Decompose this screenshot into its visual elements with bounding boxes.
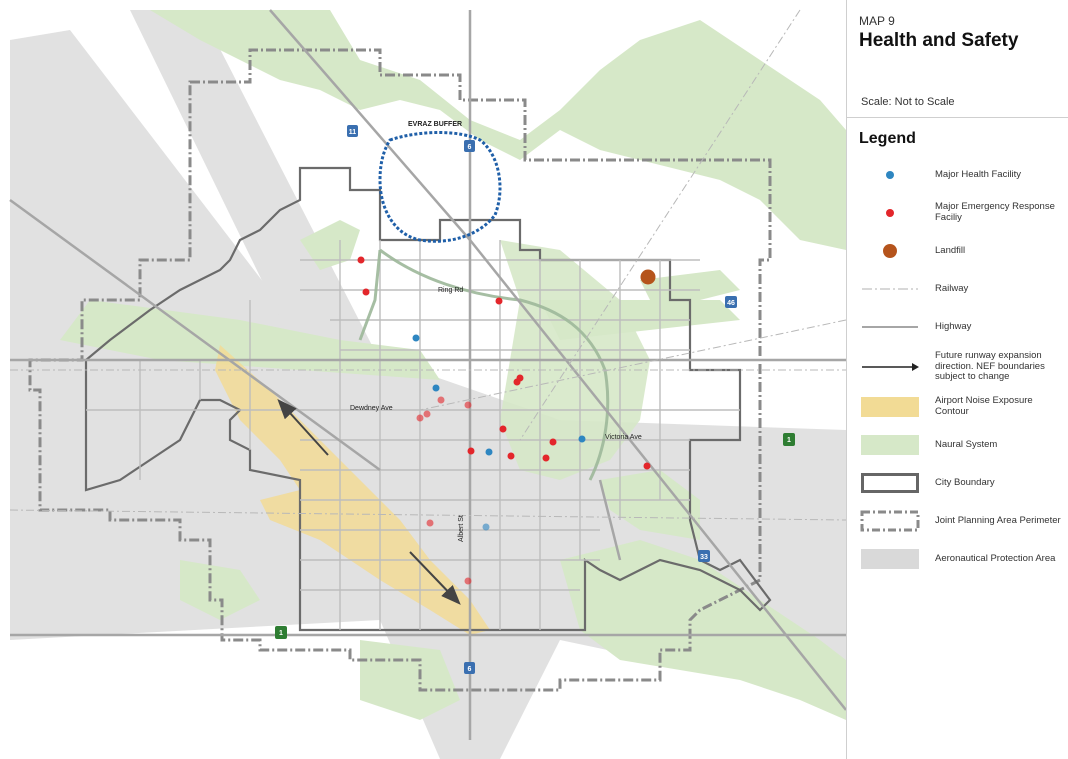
title-block: MAP 9 Health and Safety Scale: Not to Sc…: [847, 0, 1068, 118]
railway-symbol: [859, 278, 921, 300]
legend-label: City Boundary: [935, 476, 995, 488]
legend-item-health-facility: Major Health Facility: [859, 156, 1068, 194]
map-canvas[interactable]: 11 6 46 33 6 1 1 EVRAZ BUFFER Ring Rd: [0, 0, 846, 759]
emergency-facility-marker[interactable]: [495, 297, 503, 305]
ring-road: [358, 248, 610, 481]
emergency-facility-marker[interactable]: [357, 256, 365, 264]
map-sidebar: MAP 9 Health and Safety Scale: Not to Sc…: [846, 0, 1068, 759]
legend-label: Highway: [935, 320, 972, 332]
future-runway-arrows: [277, 399, 461, 605]
map-svg: 11 6 46 33 6 1 1 EVRAZ BUFFER Ring Rd: [9, 9, 846, 759]
city-boundary: [84, 166, 772, 632]
highway-shield-1-east[interactable]: 1: [783, 433, 795, 446]
landfill-marker[interactable]: [640, 269, 656, 285]
svg-text:6: 6: [468, 144, 472, 151]
street-grid: [86, 240, 740, 630]
map-title: Health and Safety: [859, 30, 1019, 51]
landfill-symbol: [859, 240, 921, 262]
highway-shields: 11 6 46 33 6 1 1: [275, 125, 795, 674]
emergency-facility-marker[interactable]: [516, 374, 524, 382]
legend-item-city-boundary: City Boundary: [859, 464, 1068, 502]
highway-shield-6-north[interactable]: 6: [464, 140, 475, 152]
legend: Legend Major Health Facility Major Emerg…: [847, 118, 1068, 578]
svg-text:1: 1: [787, 437, 791, 444]
health-facilities: [412, 334, 586, 531]
evraz-buffer-label: EVRAZ BUFFER: [408, 121, 462, 128]
svg-text:46: 46: [727, 300, 735, 307]
svg-text:1: 1: [279, 630, 283, 637]
emergency-facility-marker[interactable]: [549, 438, 557, 446]
ring-road-label: Ring Rd: [438, 287, 463, 294]
svg-text:11: 11: [349, 129, 357, 136]
scale-text: Scale: Not to Scale: [861, 96, 955, 108]
natural-system-symbol: [859, 434, 921, 456]
emergency-facility-marker[interactable]: [542, 454, 550, 462]
evraz-buffer: [378, 131, 502, 243]
joint-planning-area-perimeter: [28, 48, 772, 692]
emergency-facility-marker[interactable]: [423, 410, 431, 418]
map-number: MAP 9: [859, 14, 895, 28]
emergency-facility-marker[interactable]: [467, 447, 475, 455]
noise-contour-symbol: [859, 396, 921, 418]
svg-text:33: 33: [700, 554, 708, 561]
legend-label: Major Emergency Response Faciliy: [935, 201, 1055, 223]
legend-label: Railway: [935, 282, 969, 294]
emergency-facility-marker[interactable]: [416, 414, 424, 422]
emergency-response-symbol: [859, 202, 921, 224]
legend-label: Naural System: [935, 438, 998, 450]
highway-shield-11[interactable]: 11: [347, 125, 358, 137]
dewdney-ave-label: Dewdney Ave: [350, 405, 393, 412]
highways: [9, 9, 846, 740]
legend-label: Joint Planning Area Perimeter: [935, 514, 1061, 526]
highway-symbol: [859, 316, 921, 338]
legend-item-runway-expansion: Future runway expansion direction. NEF b…: [859, 346, 1068, 388]
albert-st-label: Albert St: [458, 515, 465, 542]
highway-shield-46[interactable]: 46: [725, 296, 737, 308]
legend-label: Future runway expansion direction. NEF b…: [935, 349, 1045, 383]
highway-shield-1-west[interactable]: 1: [275, 626, 287, 639]
emergency-facility-marker[interactable]: [464, 577, 472, 585]
legend-label: Airport Noise Exposure Contour: [935, 395, 1033, 417]
railways: [9, 9, 846, 521]
emergency-facility-marker[interactable]: [464, 401, 472, 409]
health-facility-marker[interactable]: [482, 523, 490, 531]
emergency-facility-marker[interactable]: [499, 425, 507, 433]
health-facility-marker[interactable]: [485, 448, 493, 456]
legend-item-noise-contour: Airport Noise Exposure Contour: [859, 388, 1068, 426]
legend-heading: Legend: [859, 130, 916, 147]
victoria-ave-label: Victoria Ave: [605, 434, 642, 441]
emergency-facility-marker[interactable]: [643, 462, 651, 470]
city-boundary-symbol: [859, 472, 921, 494]
highway-shield-33[interactable]: 33: [698, 550, 710, 562]
joint-planning-symbol: [859, 510, 921, 532]
legend-item-natural-system: Naural System: [859, 426, 1068, 464]
legend-item-emergency-response: Major Emergency Response Faciliy: [859, 194, 1068, 232]
legend-item-railway: Railway: [859, 270, 1068, 308]
health-facility-marker[interactable]: [432, 384, 440, 392]
emergency-facility-marker[interactable]: [426, 519, 434, 527]
legend-item-highway: Highway: [859, 308, 1068, 346]
legend-label: Landfill: [935, 244, 966, 256]
emergency-response-facilities: [357, 256, 651, 585]
emergency-facility-marker[interactable]: [507, 452, 515, 460]
emergency-facility-marker[interactable]: [362, 288, 370, 296]
aeronautical-protection-symbol: [859, 548, 921, 570]
arrow-right-icon: [859, 356, 921, 378]
legend-item-joint-planning-perimeter: Joint Planning Area Perimeter: [859, 502, 1068, 540]
legend-item-landfill: Landfill: [859, 232, 1068, 270]
health-facility-marker[interactable]: [578, 435, 586, 443]
health-facility-marker[interactable]: [412, 334, 420, 342]
map-labels: EVRAZ BUFFER Ring Rd Dewdney Ave Victori…: [350, 121, 642, 542]
highway-shield-6-south[interactable]: 6: [464, 662, 475, 674]
health-facility-symbol: [859, 164, 921, 186]
legend-label: Aeronautical Protection Area: [935, 552, 1056, 564]
emergency-facility-marker[interactable]: [437, 396, 445, 404]
legend-item-aeronautical-protection: Aeronautical Protection Area: [859, 540, 1068, 578]
svg-text:6: 6: [468, 666, 472, 673]
legend-label: Major Health Facility: [935, 168, 1022, 180]
